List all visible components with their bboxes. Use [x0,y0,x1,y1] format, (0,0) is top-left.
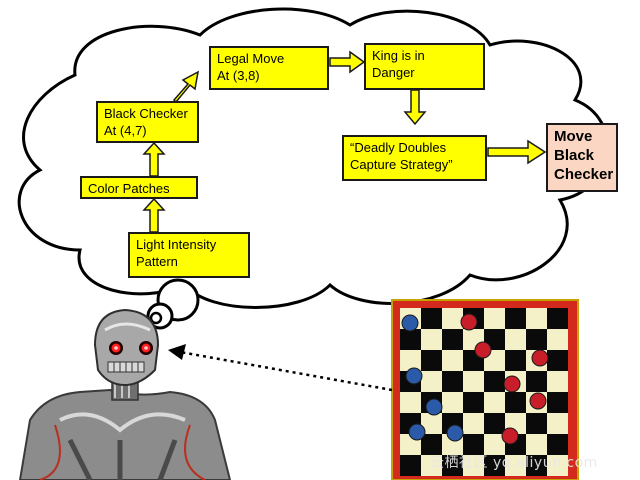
blue-checker-piece [408,423,426,441]
board-square [547,413,568,434]
board-square [400,350,421,371]
board-square [421,455,442,476]
board-square [526,308,547,329]
node-color-patches: Color Patches [80,176,198,199]
arrow-diagonal [172,70,200,104]
board-square [484,308,505,329]
board-square [505,392,526,413]
board-square [463,392,484,413]
board-square [505,329,526,350]
board-square [421,308,442,329]
board-square [442,350,463,371]
board-square [484,455,505,476]
terminator-robot-icon [18,308,232,480]
arrow-right-1 [329,50,366,74]
node-king-danger: King is in Danger [364,43,485,90]
board-square [421,350,442,371]
board-square [526,371,547,392]
board-square [400,392,421,413]
board-square [505,455,526,476]
board-square [547,329,568,350]
flow-arrows [142,50,547,233]
blue-checker-piece [425,398,443,416]
board-square [547,350,568,371]
board-square [421,329,442,350]
board-square [547,434,568,455]
thought-bubble-small [149,311,163,325]
node-move-black-checker: Move Black Checker [546,123,618,192]
board-square [463,455,484,476]
watermark: 云栖社区 yq.aliyun.com [430,455,598,471]
dotted-arrow [168,344,393,392]
board-square [400,455,421,476]
board-square [526,329,547,350]
red-checker-piece [460,313,478,331]
board-square [442,392,463,413]
board-square [484,392,505,413]
board-square [421,371,442,392]
board-square [442,308,463,329]
board-square [505,308,526,329]
blue-checker-piece [446,424,464,442]
board-square [505,350,526,371]
blue-checker-piece [405,367,423,385]
board-square [547,392,568,413]
board-square [547,371,568,392]
board-square [484,371,505,392]
board-square [421,434,442,455]
board-square [463,371,484,392]
red-checker-piece [474,341,492,359]
node-legal-move: Legal Move At (3,8) [209,46,329,90]
board-square [400,329,421,350]
node-black-checker: Black Checker At (4,7) [96,101,199,143]
board-square [526,455,547,476]
board-square [442,329,463,350]
red-checker-piece [503,375,521,393]
board-square [442,455,463,476]
board-square [526,413,547,434]
red-checker-piece [529,392,547,410]
red-checker-piece [531,349,549,367]
board-square [421,413,442,434]
arrow-up-1 [142,197,166,233]
board-square [547,308,568,329]
board-square [526,434,547,455]
board-square [484,413,505,434]
arrow-right-2 [487,139,547,165]
board-square [442,371,463,392]
arrow-up-2 [142,141,166,177]
red-checker-piece [501,427,519,445]
arrow-down [403,89,427,126]
board-square [463,434,484,455]
checkerboard-icon [391,299,579,480]
blue-checker-piece [401,314,419,332]
board-square [463,413,484,434]
board-square [547,455,568,476]
board-square [484,434,505,455]
node-deadly-doubles: “Deadly Doubles Capture Strategy” [342,135,487,181]
node-light-intensity: Light Intensity Pattern [128,232,250,278]
